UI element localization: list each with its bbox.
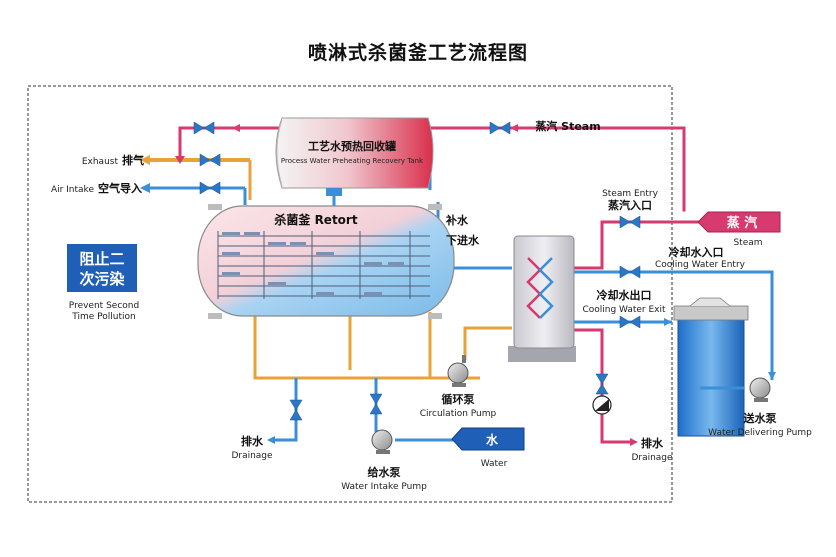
valve-drain-left[interactable] bbox=[289, 399, 303, 421]
water-intake-pump-label-en: Water Intake Pump bbox=[341, 482, 427, 492]
steam-trap-icon bbox=[592, 395, 612, 415]
delivering-pump-icon bbox=[700, 377, 771, 402]
water-intake-pump-label-cn: 给水泵 bbox=[368, 465, 401, 479]
water-intake-pump-icon bbox=[371, 429, 393, 454]
steam-line-label: 蒸汽 Steam bbox=[535, 119, 600, 133]
tank-label-cn: 工艺水预热回收罐 bbox=[308, 139, 396, 153]
prevent-caption-line2: Time Pollution bbox=[71, 312, 135, 322]
hot-water-pipes bbox=[150, 158, 512, 380]
retort-trays bbox=[217, 231, 430, 299]
drainage-left-label-cn: 排水 bbox=[241, 434, 264, 448]
cooling-entry-label-cn: 冷却水入口 bbox=[669, 245, 724, 259]
retort-vessel bbox=[197, 204, 455, 319]
retort-label: 杀菌釜 Retort bbox=[274, 212, 357, 227]
prevent-box-line1: 阻止二 bbox=[79, 250, 124, 268]
circulation-pump-label-en: Circulation Pump bbox=[420, 409, 497, 419]
water-source-label-cn: 水 bbox=[486, 432, 499, 447]
cooling-exit-label-en: Cooling Water Exit bbox=[582, 305, 666, 315]
tank-label-en: Process Water Preheating Recovery Tank bbox=[281, 157, 424, 165]
valve-water-intake[interactable] bbox=[369, 393, 383, 415]
drainage-right-label-cn: 排水 bbox=[641, 436, 664, 450]
delivering-pump-label-cn: 送水泵 bbox=[743, 411, 777, 425]
water-source-tag bbox=[451, 427, 525, 451]
exhaust-label-en: Exhaust bbox=[82, 157, 119, 167]
valve-steam-main[interactable] bbox=[489, 121, 511, 135]
makeup-water-label-1: 补水 bbox=[445, 213, 469, 227]
preheating-tank bbox=[275, 117, 434, 196]
valve-tank-outlet[interactable] bbox=[193, 121, 215, 135]
retort-tray-items bbox=[222, 232, 404, 295]
steam-source-label-cn: 蒸 汽 bbox=[727, 215, 758, 231]
circulation-pump-label-cn: 循环泵 bbox=[442, 392, 475, 406]
prevent-caption-line1: Prevent Second bbox=[69, 301, 139, 311]
cooling-exit-label-cn: 冷却水出口 bbox=[597, 288, 652, 302]
valve-cooling-entry[interactable] bbox=[619, 265, 641, 279]
exhaust-label-cn: 排气 bbox=[122, 153, 144, 167]
page-title: 喷淋式杀菌釜工艺流程图 bbox=[307, 42, 528, 64]
heat-exchanger bbox=[508, 235, 576, 362]
cooling-entry-label-en: Cooling Water Entry bbox=[655, 260, 746, 270]
steam-entry-label-en: Steam Entry bbox=[602, 189, 659, 199]
drainage-right-label-en: Drainage bbox=[631, 453, 673, 463]
steam-source-tag bbox=[697, 211, 781, 233]
air-intake-label-cn: 空气导入 bbox=[98, 181, 142, 195]
valve-air-intake[interactable] bbox=[199, 181, 221, 195]
valve-steam-entry[interactable] bbox=[619, 215, 641, 229]
prevent-pollution-box bbox=[67, 244, 137, 292]
makeup-water-label-2: 下进水 bbox=[446, 233, 480, 247]
system-boundary bbox=[27, 85, 673, 503]
cooling-tower bbox=[673, 297, 749, 437]
valve-exhaust[interactable] bbox=[199, 153, 221, 167]
steam-entry-label-cn: 蒸汽入口 bbox=[608, 198, 652, 212]
delivering-pump-label-en: Water Delivering Pump bbox=[708, 428, 812, 438]
valve-drain-right[interactable] bbox=[595, 373, 609, 395]
air-intake-label-en: Air Intake bbox=[51, 185, 95, 195]
prevent-box-line2: 次污染 bbox=[79, 270, 125, 288]
circulation-pump-icon bbox=[447, 355, 469, 387]
valve-cooling-exit[interactable] bbox=[619, 315, 641, 329]
water-source-label-en: Water bbox=[481, 459, 508, 469]
steam-source-label-en: Steam bbox=[733, 238, 762, 248]
drainage-left-label-en: Drainage bbox=[231, 451, 273, 461]
